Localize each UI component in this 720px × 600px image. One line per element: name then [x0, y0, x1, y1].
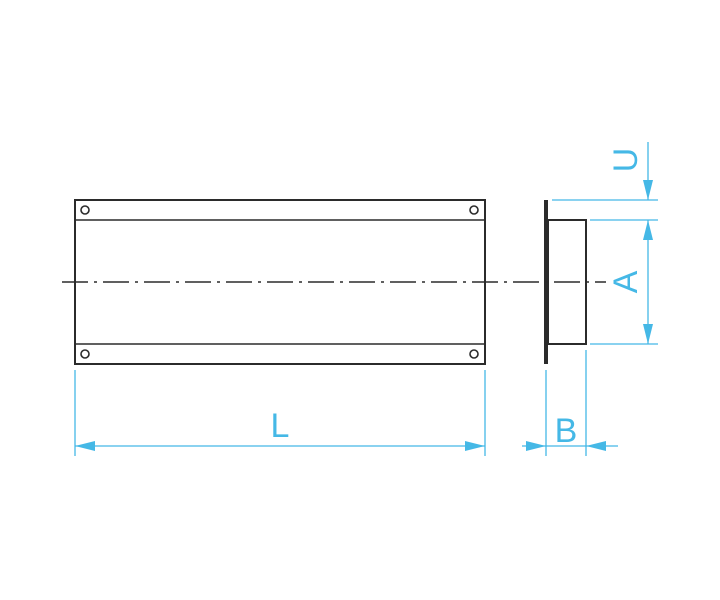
- mounting-hole-bottom-left: [80, 349, 90, 359]
- dimension-label-width: B: [555, 412, 578, 450]
- arrowhead-height-top: [643, 220, 653, 240]
- arrowhead-height-bottom: [643, 324, 653, 344]
- mounting-hole-bottom-right: [469, 349, 479, 359]
- dimension-label-length: L: [271, 407, 290, 445]
- dimension-height: A U: [552, 142, 658, 345]
- mounting-hole-top-right: [469, 205, 479, 215]
- arrowhead-length-left: [75, 441, 95, 451]
- dimension-label-height: A: [607, 270, 645, 293]
- mounting-hole-top-left: [80, 205, 90, 215]
- arrowhead-length-right: [465, 441, 485, 451]
- arrowhead-width-left: [526, 441, 546, 451]
- dimension-length: L: [74, 370, 486, 456]
- arrowhead-width-right: [586, 441, 606, 451]
- dimension-label-offset: U: [607, 148, 645, 173]
- dimension-width: B: [522, 350, 618, 456]
- arrowhead-offset-down: [643, 180, 653, 200]
